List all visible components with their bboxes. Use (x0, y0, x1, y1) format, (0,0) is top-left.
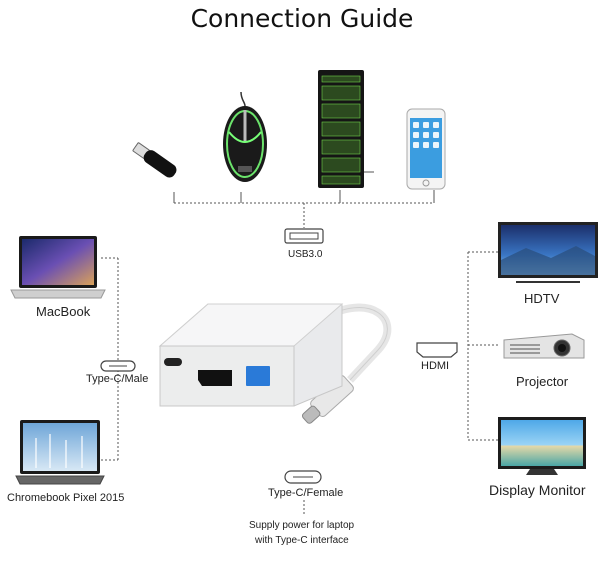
hdtv-icon (498, 222, 598, 283)
macbook-laptop-icon (10, 236, 106, 299)
chromebook-label: Chromebook Pixel 2015 (7, 492, 125, 504)
hdtv-label: HDTV (524, 291, 560, 306)
usb-flash-drive-icon (132, 142, 177, 178)
type-c-male-port-icon (100, 360, 136, 372)
keyboard-icon (318, 70, 374, 188)
type-c-female-port-icon (284, 470, 322, 484)
hdmi-label: HDMI (421, 360, 450, 372)
smartphone-icon (406, 108, 446, 190)
projector-label: Projector (516, 374, 569, 389)
page-title: Connection Guide (190, 4, 414, 33)
gaming-mouse-icon (223, 91, 267, 182)
usb-label: USB3.0 (288, 249, 323, 260)
power-note-line2: with Type-C interface (255, 535, 349, 546)
usb-port-icon (284, 228, 324, 244)
usb-c-adapter-icon (158, 303, 392, 424)
display-monitor-icon (498, 417, 586, 475)
type-c-male-label: Type-C/Male (86, 373, 149, 385)
type-c-female-label: Type-C/Female (268, 487, 344, 499)
chromebook-laptop-icon (15, 420, 105, 485)
projector-icon (503, 333, 585, 359)
power-note-line1: Supply power for laptop (249, 520, 355, 531)
macbook-label: MacBook (36, 304, 91, 319)
display-monitor-label: Display Monitor (489, 482, 586, 498)
hdmi-port-icon (416, 342, 458, 358)
